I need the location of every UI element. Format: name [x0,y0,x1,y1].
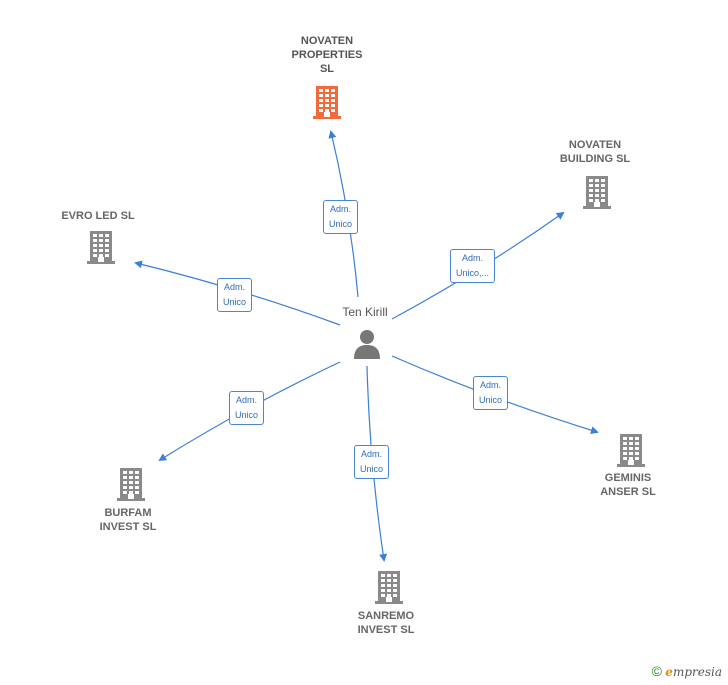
company-label-burfam-invest[interactable]: BURFAM INVEST SL [99,507,157,533]
building-icon[interactable] [582,175,612,209]
person-icon[interactable] [352,328,382,360]
edge-label-evro-led[interactable]: Adm. Unico [217,278,253,312]
company-label-geminis-anser[interactable]: GEMINIS ANSER SL [600,472,656,498]
copyright-notice: © empresia [652,663,722,679]
edge-label-novaten-properties[interactable]: Adm. Unico [323,200,359,234]
building-icon[interactable] [374,570,404,604]
building-icon[interactable] [312,85,342,119]
company-label-evro-led[interactable]: EVRO LED SL [61,210,135,222]
edge-label-burfam-invest[interactable]: Adm. Unico [229,391,265,425]
edge-label-novaten-building[interactable]: Adm. Unico,... [450,249,496,283]
company-label-sanremo-invest[interactable]: SANREMO INVEST SL [357,610,415,636]
building-icon[interactable] [616,433,646,467]
edge-label-sanremo-invest[interactable]: Adm. Unico [354,445,390,479]
person-label[interactable]: Ten Kirill [342,305,388,319]
brand-logo[interactable]: empresia [665,665,722,679]
building-icon[interactable] [116,467,146,501]
edge-label-geminis-anser[interactable]: Adm. Unico [473,376,509,410]
company-label-novaten-properties[interactable]: NOVATEN PROPERTIES SL [291,35,363,75]
company-label-novaten-building[interactable]: NOVATEN BUILDING SL [559,139,631,165]
copyright-icon: © [651,663,662,679]
building-icon[interactable] [86,230,116,264]
